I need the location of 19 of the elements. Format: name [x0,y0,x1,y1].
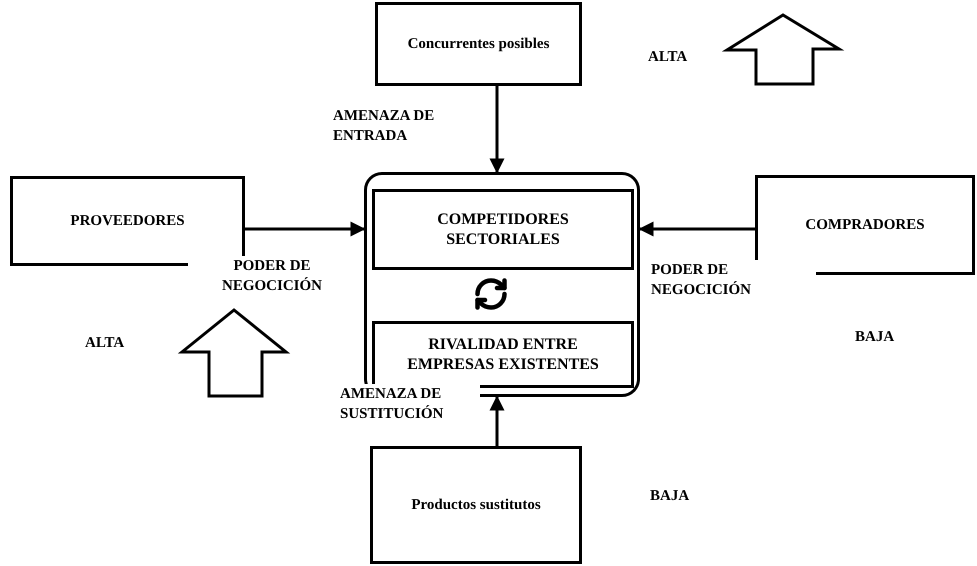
box-label: Productos sustitutos [410,496,542,514]
level-label: BAJA [650,487,690,506]
box-label: PROVEEDORES [69,212,186,230]
process-box [370,446,582,564]
process-box [375,2,582,86]
box-label: COMPETIDORES SECTORIALES [436,210,570,250]
box-label: Concurrentes posibles [406,34,550,54]
arrow [490,86,504,174]
arrow [245,222,366,236]
box-label: RIVALIDAD ENTRE EMPRESAS EXISTENTES [406,334,600,374]
box-label: COMPRADORES [804,216,926,234]
arrow [490,396,504,446]
process-box [755,175,975,275]
level-label: ALTA [648,48,688,67]
level-label: BAJA [855,328,894,347]
arrow [638,222,755,236]
process-box [372,189,634,270]
level-label: ALTA [85,334,124,353]
process-box [372,321,634,388]
